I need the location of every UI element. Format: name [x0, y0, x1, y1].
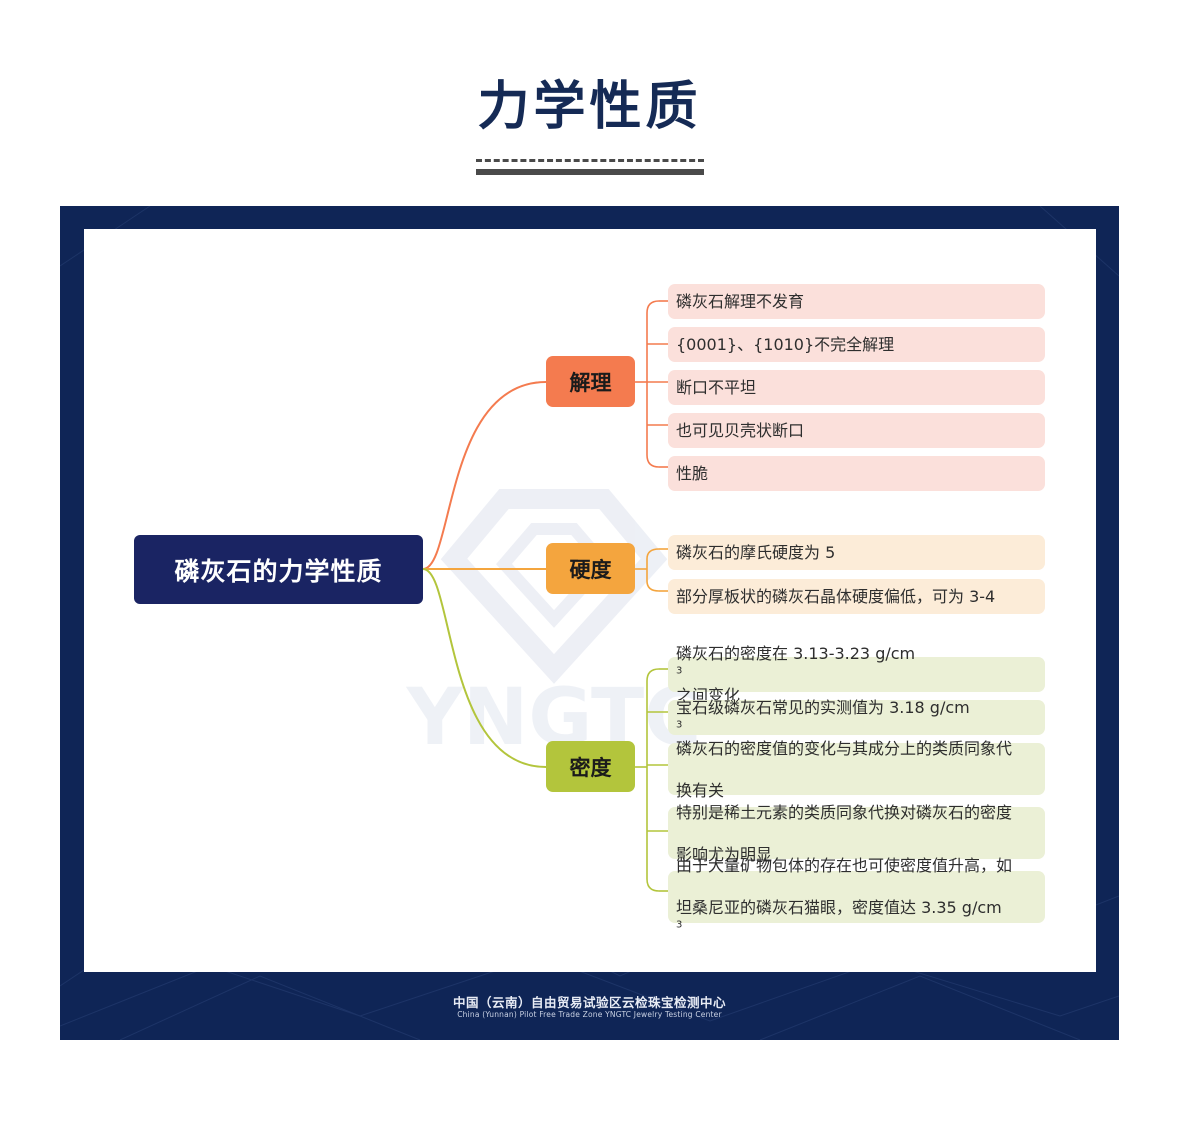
leaf-hardness-1: 磷灰石的摩氏硬度为 5: [668, 535, 1045, 570]
mindmap-root-node: 磷灰石的力学性质: [134, 535, 423, 604]
leaf-density-4: 特别是稀土元素的类质同象代换对磷灰石的密度影响尤为明显: [668, 803, 1045, 864]
branch-hardness: 硬度: [546, 543, 635, 594]
page-title: 力学性质: [477, 77, 702, 137]
leaf-cleavage-4: 也可见贝壳状断口: [668, 413, 1045, 448]
connector-density-bracket: [646, 668, 660, 892]
branch-cleavage: 解理: [546, 356, 635, 407]
title-dashed-rule: [476, 159, 704, 162]
leaf-density-3: 磷灰石的密度值的变化与其成分上的类质同象代换有关: [668, 739, 1045, 800]
connector-hardness-bracket: [646, 548, 660, 592]
branch-density: 密度: [546, 741, 635, 792]
mindmap-canvas: YNGTC: [84, 229, 1096, 972]
footer-organization-en: China (Yunnan) Pilot Free Trade Zone YNG…: [457, 1010, 722, 1019]
leaf-cleavage-5: 性脆: [668, 456, 1045, 491]
connector-root-density: [422, 568, 547, 768]
connector-cleavage-bracket: [646, 300, 660, 468]
footer-organization-cn: 中国（云南）自由贸易试验区云检珠宝检测中心: [452, 995, 726, 1010]
leaf-density-5: 由于大量矿物包体的存在也可使密度值升高，如坦桑尼亚的磷灰石猫眼，密度值达 3.3…: [668, 856, 1045, 930]
figure-frame: YNGTC: [60, 206, 1119, 1040]
leaf-cleavage-1: 磷灰石解理不发育: [668, 284, 1045, 319]
leaf-hardness-2: 部分厚板状的磷灰石晶体硬度偏低，可为 3-4: [668, 579, 1045, 614]
title-solid-rule: [476, 169, 704, 175]
mindmap-connectors: [422, 300, 668, 892]
leaf-cleavage-3: 断口不平坦: [668, 370, 1045, 405]
connector-root-cleavage: [422, 381, 547, 570]
leaf-cleavage-2: {0001}、{1010}不完全解理: [668, 327, 1045, 362]
